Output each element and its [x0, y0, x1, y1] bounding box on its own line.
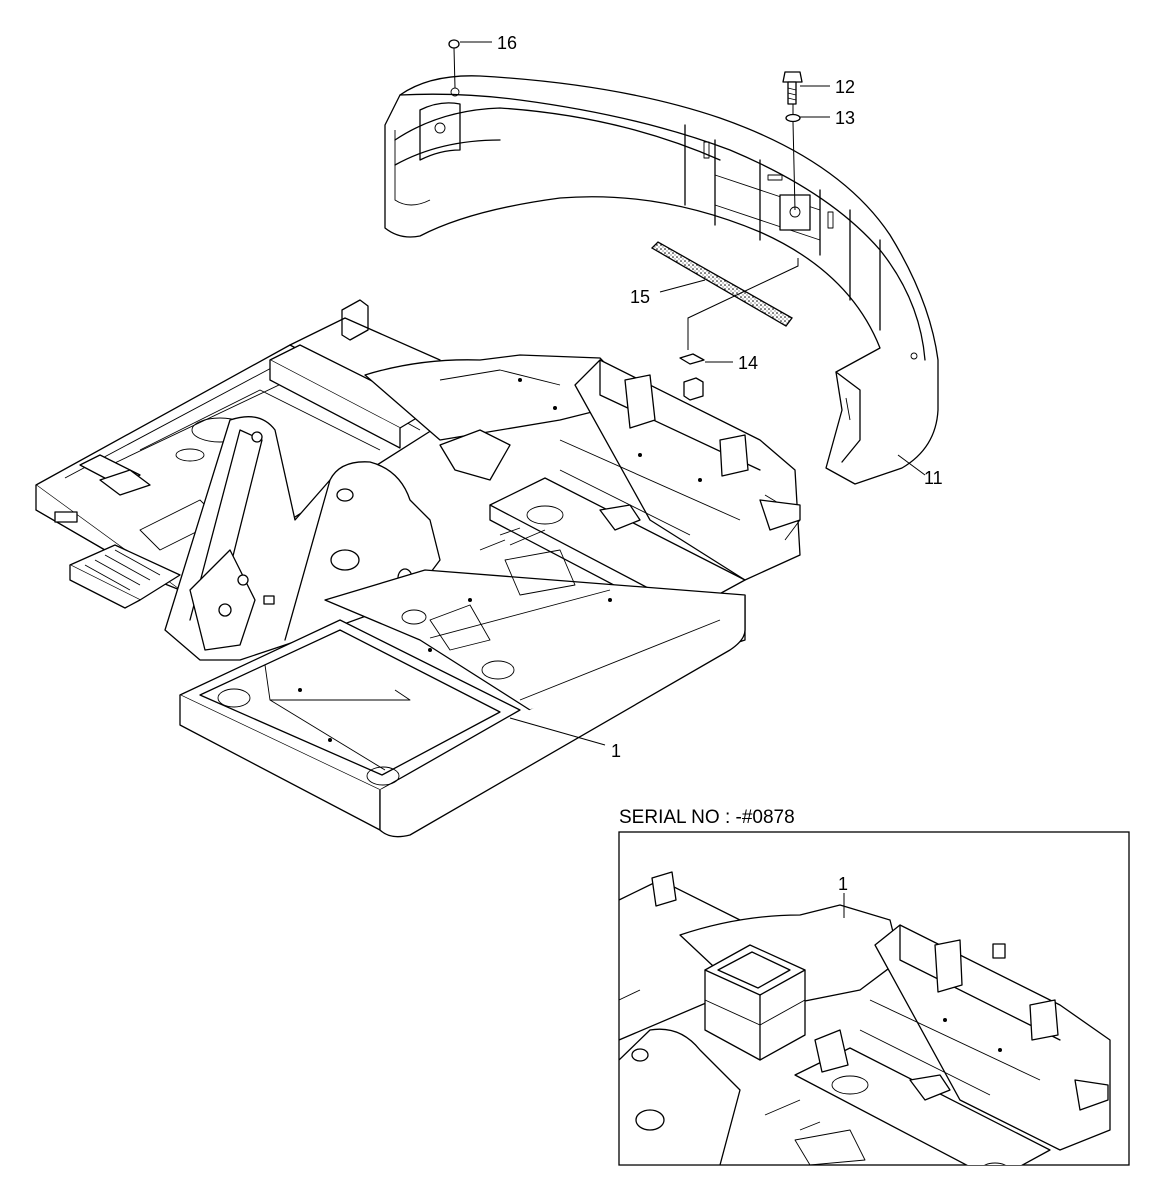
callout-12: 12	[835, 77, 855, 97]
inset-title: SERIAL NO : -#0878	[619, 807, 795, 828]
upper-frame	[35, 299, 801, 838]
cap-plug	[448, 39, 460, 89]
damper-pad	[650, 241, 793, 327]
inset-callout-1: 1	[838, 874, 848, 894]
callout-15: 15	[630, 287, 650, 307]
callout-13: 13	[835, 108, 855, 128]
washer	[785, 113, 801, 123]
callout-11: 11	[924, 468, 943, 488]
callouts: 16 12 13 15 14 11 1	[460, 33, 943, 761]
callout-1: 1	[611, 741, 621, 761]
stopper-block	[683, 377, 704, 401]
shim-plate	[679, 353, 705, 365]
step	[69, 544, 181, 601]
bolt	[782, 71, 803, 105]
inset-frame-detail	[619, 871, 1111, 1165]
counterweight	[384, 75, 939, 485]
callout-16: 16	[497, 33, 517, 53]
callout-14: 14	[738, 353, 758, 373]
